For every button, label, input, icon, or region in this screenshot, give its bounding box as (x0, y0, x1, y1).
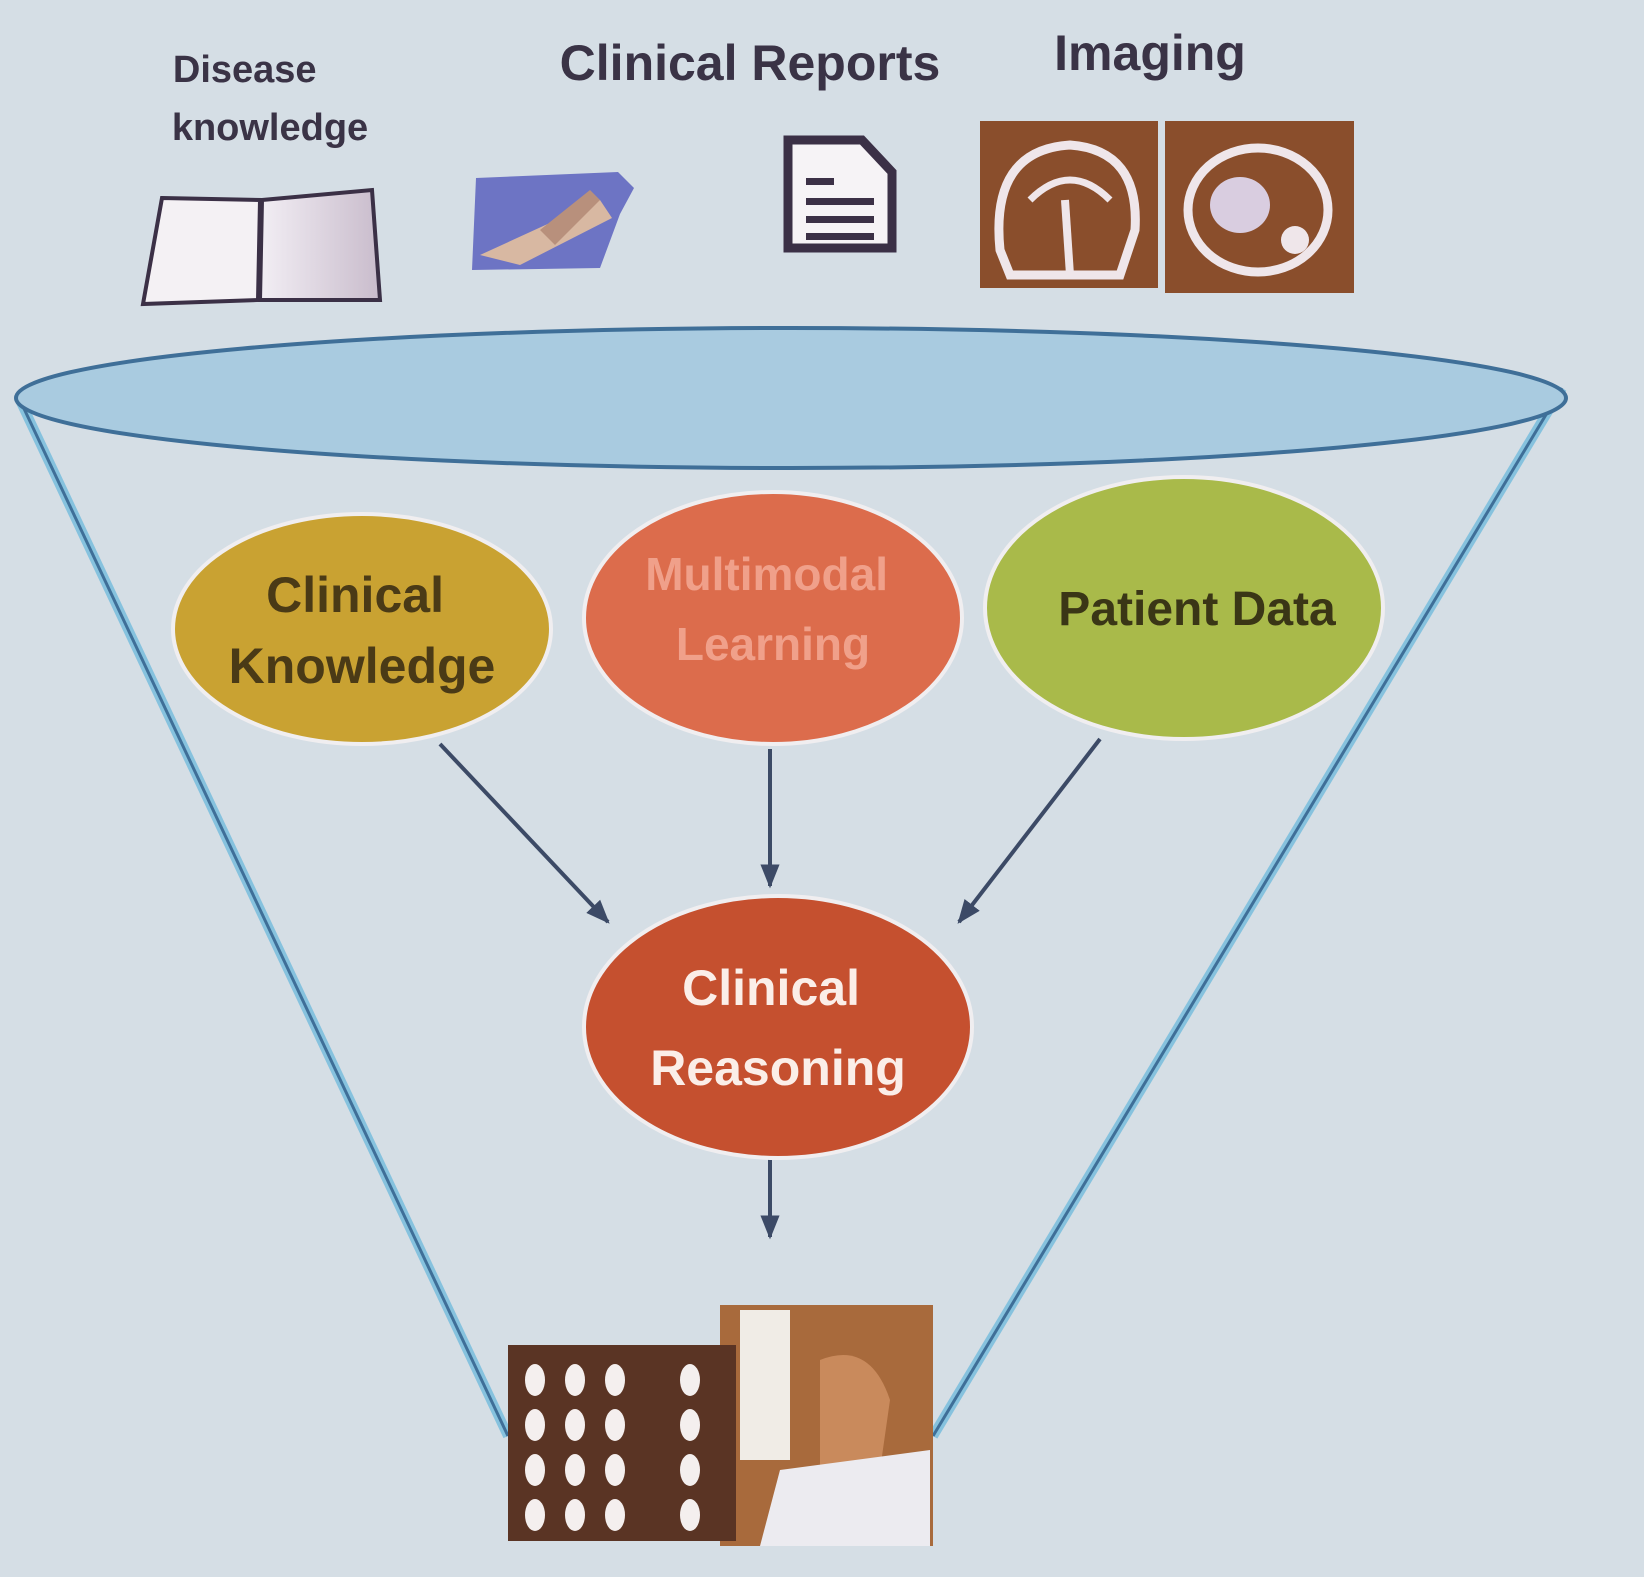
label-clinical-reports: Clinical Reports (560, 35, 941, 91)
svg-text:Clinical Reasoning: Clinical Reasoning (650, 960, 906, 1096)
node-clinical-reasoning: Clinical Reasoning (582, 894, 974, 1160)
node-clinical-knowledge: Clinical Knowledge (171, 512, 553, 746)
label-disease-knowledge: Disease knowledge (172, 49, 368, 149)
svg-text:Clinical Knowledge: Clinical Knowledge (229, 567, 496, 694)
document-icon (783, 135, 897, 253)
node-multimodal-learning: Multimodal Learning (582, 490, 964, 746)
arrow-knowledge-to-reasoning (438, 742, 610, 924)
clinician-reviewing-scans-image (508, 1305, 933, 1546)
clinician-writing-image (472, 172, 634, 270)
svg-text:Multimodal Learning: Multimodal Learning (645, 548, 901, 670)
label-imaging: Imaging (1054, 25, 1246, 81)
svg-text:Patient Data: Patient Data (1058, 583, 1336, 636)
funnel (14, 326, 1568, 1439)
node-patient-data: Patient Data (983, 475, 1385, 741)
arrows (438, 737, 1102, 1240)
abdominal-scan-image (1165, 121, 1354, 293)
arrow-patient-to-reasoning (957, 737, 1102, 924)
brain-mri-image (980, 121, 1158, 288)
funnel-top-ellipse (14, 326, 1568, 470)
open-book-icon (140, 187, 383, 307)
